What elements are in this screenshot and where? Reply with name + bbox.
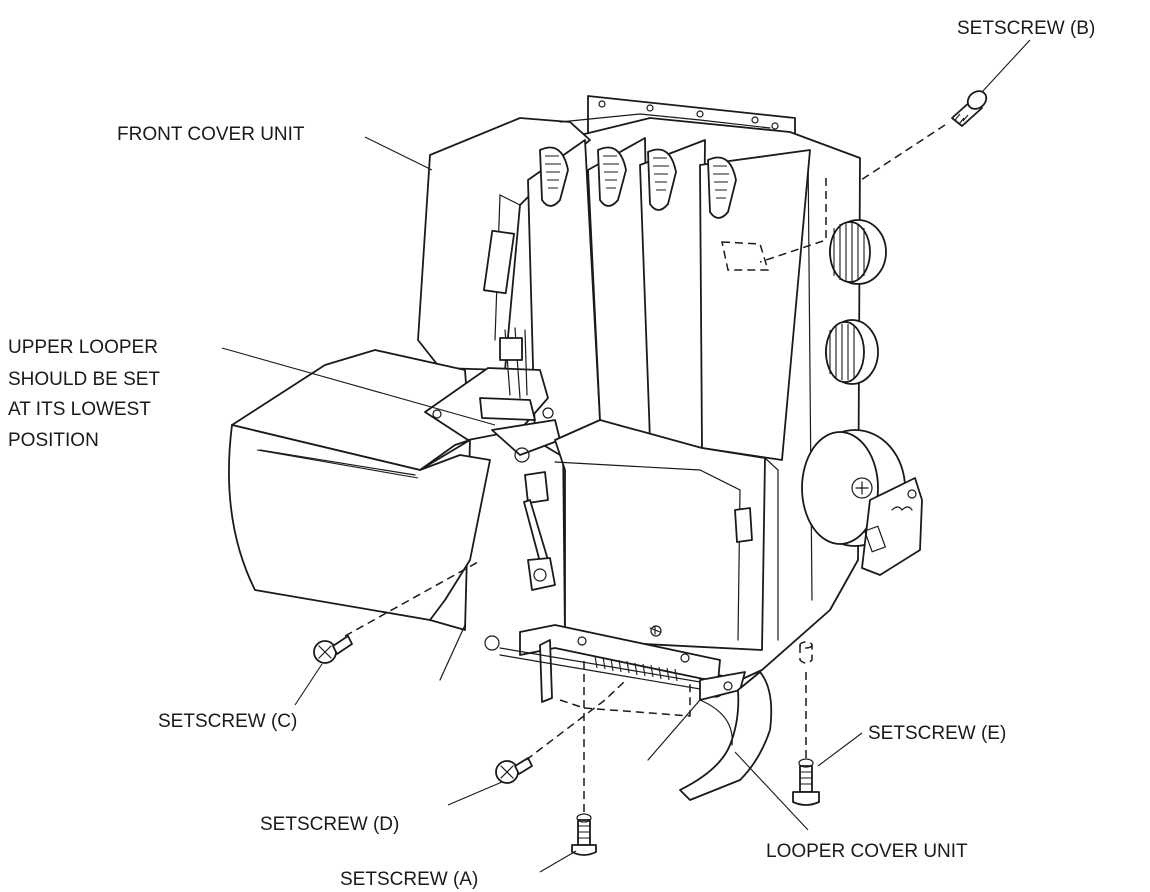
setscrew-e-part — [792, 758, 820, 806]
label-setscrew-a: SETSCREW (A) — [340, 869, 478, 890]
assembly-guide-lines — [344, 124, 946, 812]
setscrew-e-hole — [799, 641, 813, 664]
setscrew-a-part — [571, 813, 597, 856]
upper-knob — [829, 219, 887, 285]
setscrew-d-part — [495, 757, 533, 784]
front-cover-unit — [417, 117, 591, 371]
free-arm — [228, 349, 491, 631]
label-setscrew-d: SETSCREW (D) — [260, 814, 399, 835]
looper-housing — [554, 419, 766, 651]
looper-cover-unit — [679, 671, 773, 801]
tension-dial-4 — [707, 156, 737, 219]
label-setscrew-c: SETSCREW (C) — [158, 711, 297, 732]
presser-foot-area — [424, 327, 554, 441]
serger-machine — [228, 95, 923, 801]
setscrew-b-part — [951, 90, 988, 127]
label-front-cover-unit: FRONT COVER UNIT — [117, 124, 305, 145]
power-switch-panel — [861, 477, 923, 576]
label-upper-looper-line4: POSITION — [8, 430, 99, 451]
tension-dial-1 — [539, 146, 569, 207]
cover-bracket — [484, 624, 746, 703]
setscrew-c-part — [313, 635, 353, 664]
tension-dial-3 — [647, 148, 677, 211]
label-upper-looper-line3: AT ITS LOWEST — [8, 399, 151, 420]
tension-dial-2 — [597, 146, 627, 207]
label-setscrew-e: SETSCREW (E) — [868, 723, 1006, 744]
tension-dials — [527, 113, 811, 461]
middle-knob — [825, 319, 879, 385]
base-edges — [439, 624, 701, 761]
upper-looper-linkage — [491, 419, 561, 591]
leader-lines — [221, 39, 1031, 873]
labels: SETSCREW (B) FRONT COVER UNIT UPPER LOOP… — [8, 18, 1095, 890]
label-upper-looper-line1: UPPER LOOPER — [8, 337, 158, 358]
label-upper-looper-line2: SHOULD BE SET — [8, 369, 160, 390]
label-setscrew-b: SETSCREW (B) — [957, 18, 1095, 39]
label-looper-cover-unit: LOOPER COVER UNIT — [766, 841, 968, 862]
